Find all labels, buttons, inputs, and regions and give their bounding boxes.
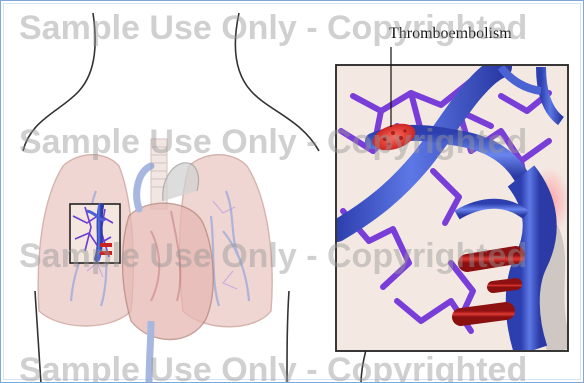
lung-detail-marker — [70, 204, 120, 263]
thromboembolism-label: Thromboembolism — [389, 25, 512, 43]
inset-panel — [336, 65, 571, 351]
